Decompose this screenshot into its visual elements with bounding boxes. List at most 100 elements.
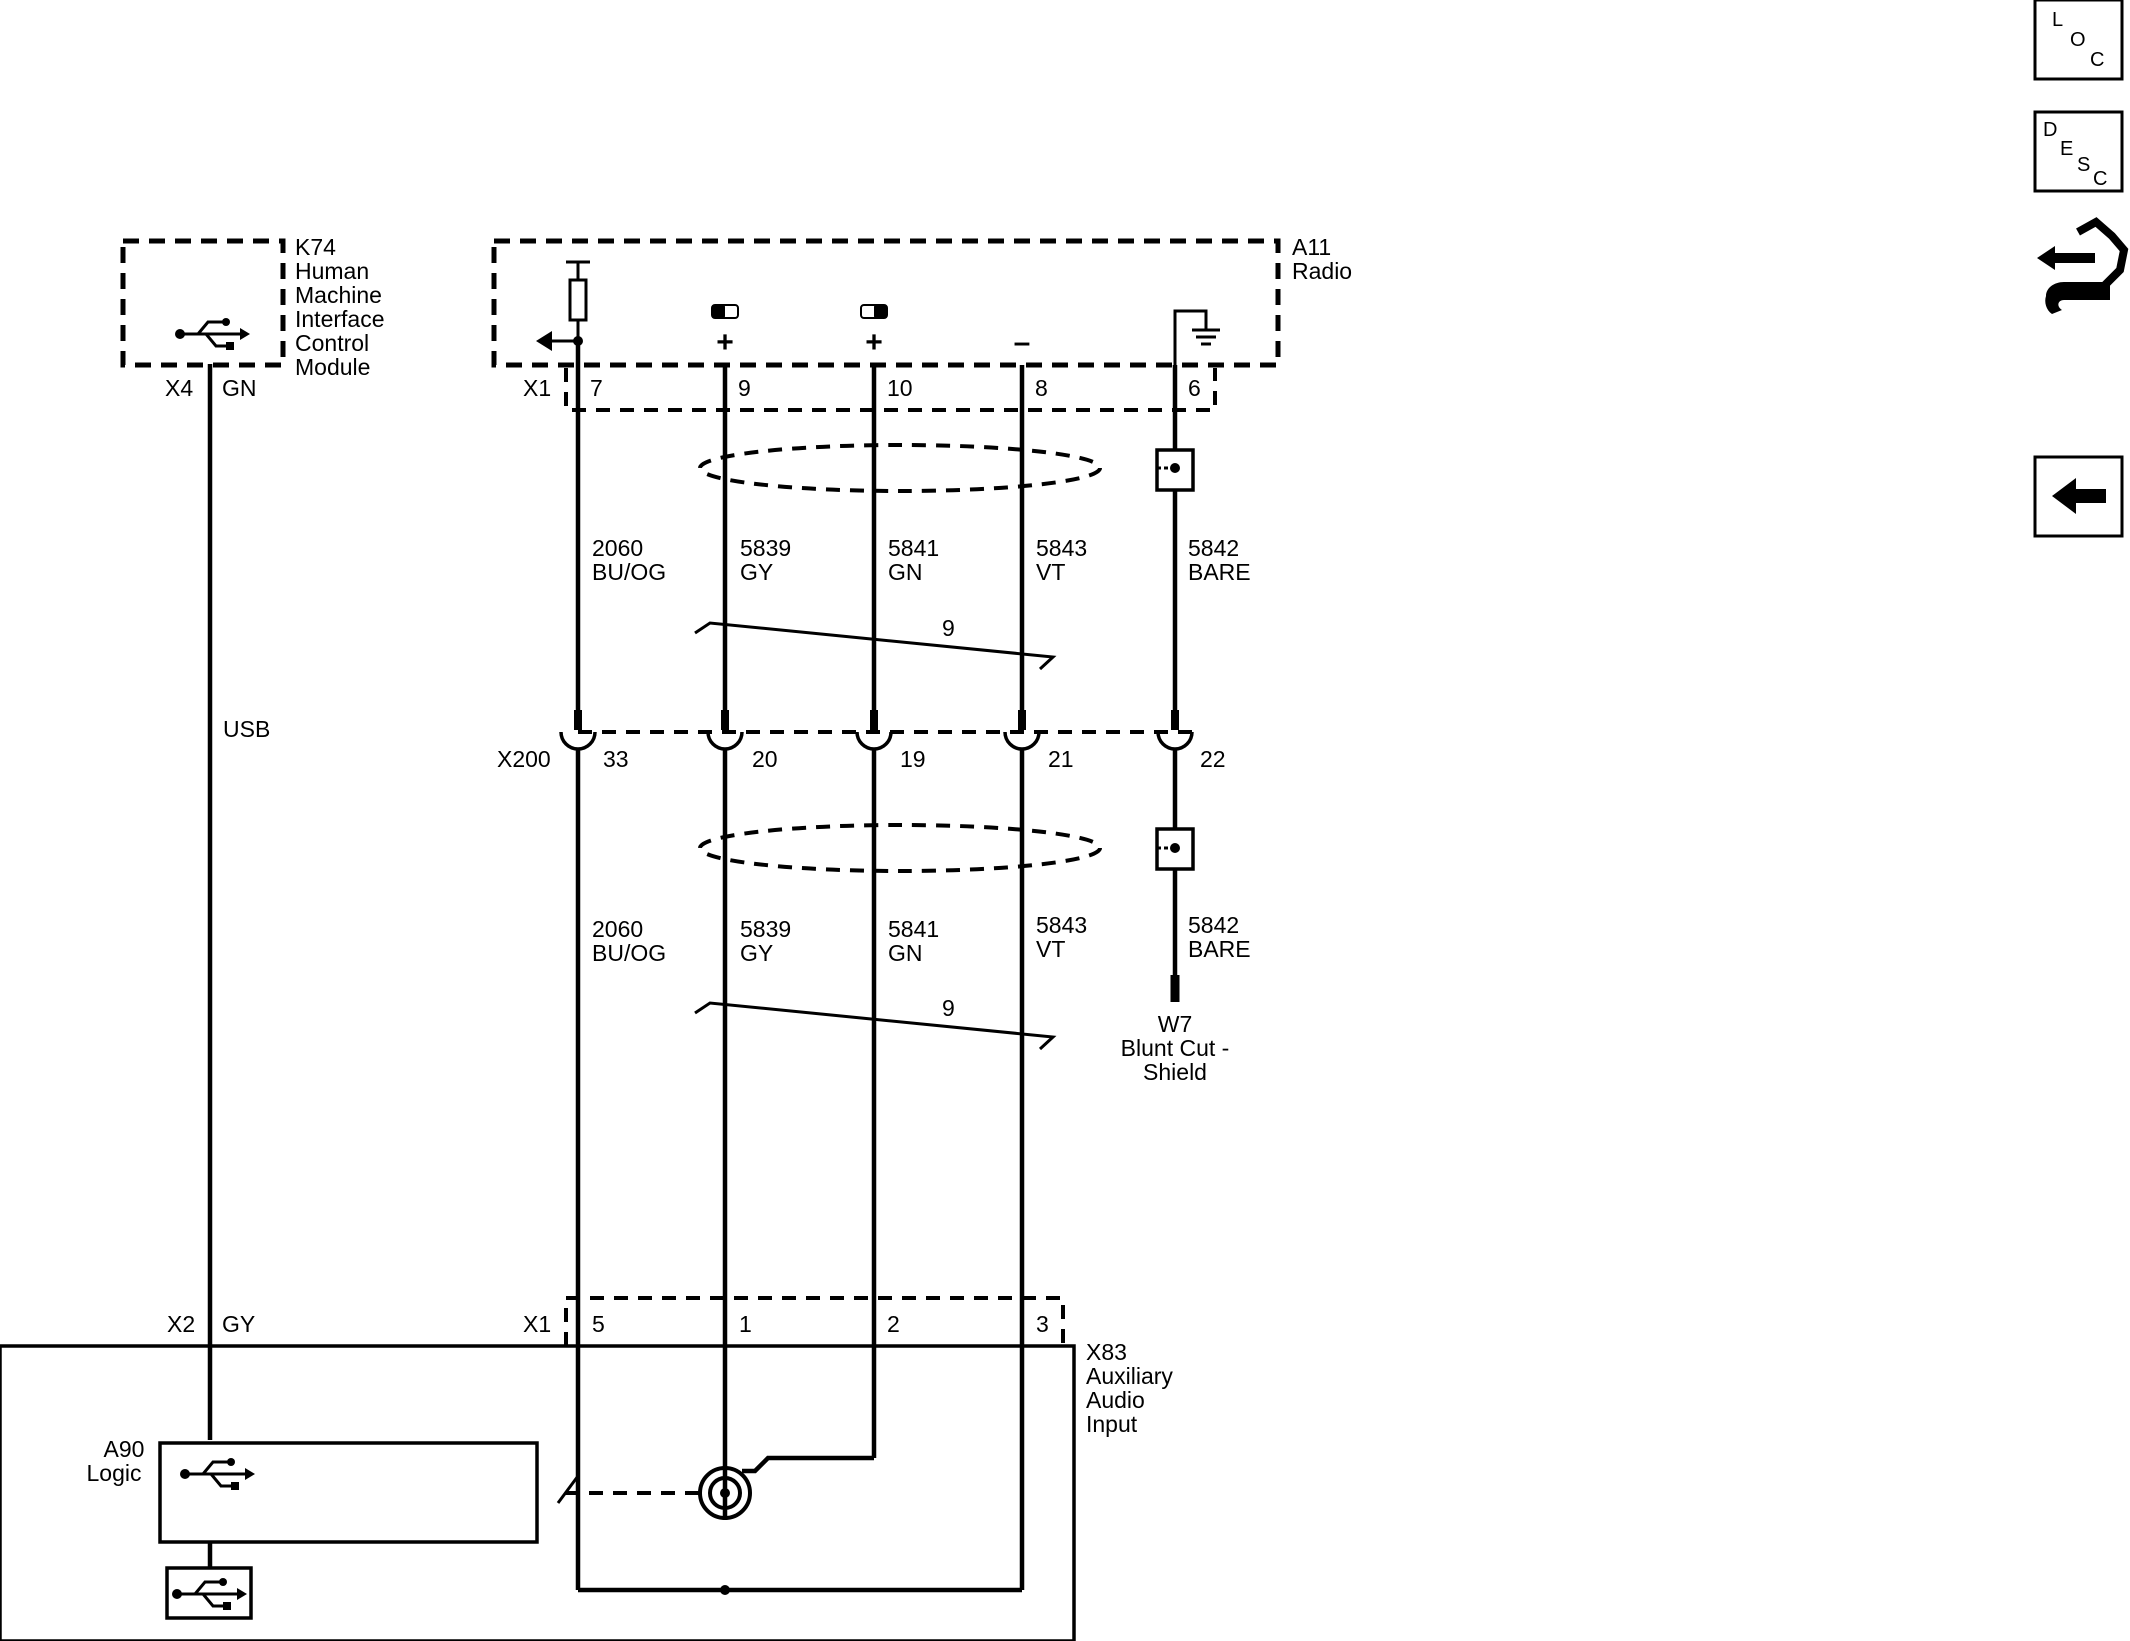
wire-upper-3-circuit: 5841 [888,535,939,561]
connector-repair-icon[interactable] [2037,217,2130,314]
w7-ref: W7 [1158,1011,1193,1037]
a11-x1-connector-outline [564,368,1217,412]
wire-lower-3-circuit: 5841 [888,916,939,942]
loc-letter-2: O [2070,29,2086,51]
x200-cavity-4 [1003,731,1041,751]
back-arrow-icon [2052,478,2106,514]
wire-lower-1-color: BU/OG [592,940,666,966]
a11-pin-9: 9 [738,375,751,401]
a11-dashed-box [491,238,1281,368]
audio-plus-symbol-10: + [860,304,888,359]
wire-upper-1-circuit: 2060 [592,535,643,561]
x200-connector [559,710,1197,751]
wire-lower-3-color: GN [888,940,923,966]
signal-arrow-icon [536,331,552,351]
a11-pin-8: 8 [1035,375,1048,401]
x200-pin-20: 20 [752,746,778,772]
a11-pin-7: 7 [590,375,603,401]
x200-pin-22: 22 [1200,746,1226,772]
usb-icon [172,1578,247,1610]
k74-module: K74 Human Machine Interface Control Modu… [120,234,385,380]
wire-lower-5-color: BARE [1188,936,1251,962]
a90-ref: A90 [104,1436,145,1462]
desc-letter-2: E [2060,138,2073,160]
k74-connector: X4 [165,375,193,401]
shield-upper [698,443,1195,493]
plus-label-9: + [716,326,734,359]
resistor-symbol [536,260,590,351]
x83-module: X83 Auxiliary Audio Input [0,1339,1173,1641]
x200-cavity-1 [559,731,597,751]
x83-box [0,1344,1076,1641]
wire-upper-4-color: VT [1036,559,1065,585]
desc-letter-1: D [2043,119,2057,141]
x200-pin-33: 33 [603,746,629,772]
x83-pin-2: 2 [887,1311,900,1337]
desc-button[interactable]: D E S C [2033,110,2124,193]
wire-upper-2-circuit: 5839 [740,535,791,561]
x83-usb-wire-color: GY [222,1311,255,1337]
wire-lower-1-circuit: 2060 [592,916,643,942]
wire-upper-2-color: GY [740,559,773,585]
twist-marker-lower: 9 [694,995,1057,1051]
wire-upper-5-color: BARE [1188,559,1251,585]
a11-connector: X1 [523,375,551,401]
a11-name: Radio [1292,258,1352,284]
wire-lower-2-color: GY [740,940,773,966]
twist-marker-upper: 9 [694,615,1057,671]
x200-terminal-4 [1018,710,1026,730]
a11-radio: A11 Radio + + – [491,234,1352,368]
a11-pin-10: 10 [887,375,913,401]
minus-label-8: – [1014,326,1031,359]
x200-ref: X200 [497,746,551,772]
audio-jack [556,1455,1022,1595]
x200-terminal-5 [1171,710,1179,730]
x200-terminal-2 [721,710,729,730]
ground-icon [1173,309,1220,365]
switch-contact [556,1475,580,1504]
wires-lower [575,750,1180,1590]
x83-pin-5: 5 [592,1311,605,1337]
a90-box [158,1441,539,1544]
wire-upper-1-color: BU/OG [592,559,666,585]
k74-wire-color: GN [222,375,257,401]
w7-name-line-2: Shield [1143,1059,1207,1085]
twist-label-lower: 9 [942,995,955,1021]
wire-lower-2-circuit: 5839 [740,916,791,942]
x83-x1-connector-outline [564,1296,1065,1346]
x83-usb-connector: X2 [167,1311,195,1337]
x200-terminal-3 [870,710,878,730]
plus-label-10: + [865,326,883,359]
x83-name-line-3: Input [1086,1411,1138,1437]
x83-name-line-2: Audio [1086,1387,1145,1413]
back-button[interactable] [2033,455,2124,538]
x83-connector: X1 [523,1311,551,1337]
x83-pin-3: 3 [1036,1311,1049,1337]
k74-name-line-1: Human [295,258,369,284]
loc-letter-1: L [2052,9,2063,31]
usb-label: USB [223,716,270,742]
wire-lower-4-color: VT [1036,936,1065,962]
x200-pin-19: 19 [900,746,926,772]
wires-upper [575,341,1178,712]
k74-name-line-5: Module [295,354,370,380]
x83-pin-1: 1 [739,1311,752,1337]
x83-ref: X83 [1086,1339,1127,1365]
loc-button[interactable]: L O C [2033,0,2124,81]
wire-lower-4-circuit: 5843 [1036,912,1087,938]
a90-logic: A90 Logic [87,1436,539,1544]
twist-label-upper: 9 [942,615,955,641]
desc-letter-4: C [2093,168,2107,190]
loc-letter-3: C [2090,49,2104,71]
usb-port [165,1566,253,1620]
shield-lower [698,823,1195,873]
desc-letter-3: S [2077,154,2090,176]
k74-name-line-2: Machine [295,282,382,308]
x200-cavity-5 [1156,731,1194,751]
x200-terminal-1 [574,710,582,730]
k74-ref: K74 [295,234,336,260]
w7-name-line-1: Blunt Cut - [1121,1035,1230,1061]
wire-upper-4-circuit: 5843 [1036,535,1087,561]
x200-cavity-2 [706,731,744,751]
